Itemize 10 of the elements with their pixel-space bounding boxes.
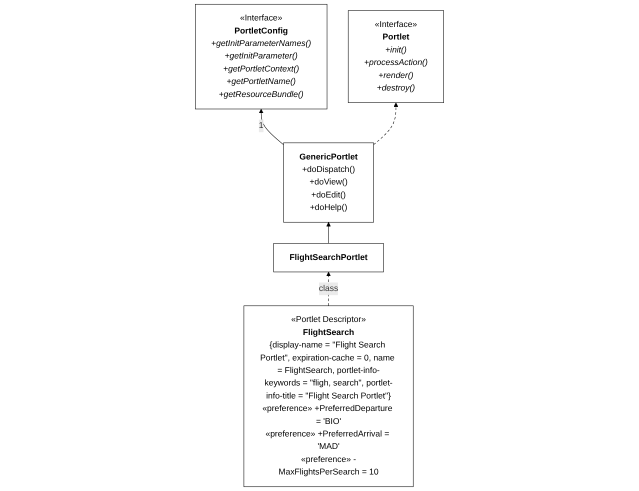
node-box: «Portlet Descriptor» FlightSearch {display-name = "Flight Search Portlet", expiration-cache = 0, name = FlightSearch, portlet-info-keywords = "fligh, search", portlet-info-title = "Flight Search Portlet"} «preference» +PreferredDeparture = 'BIO' «preference» +PreferredArrival = 'MAD' «preference» -MaxFlightsPerSearch = 10: [244, 306, 414, 488]
node-box: «Interface» Portlet +init() +processAction() +render() +destroy(): [348, 10, 444, 103]
edge-label: 1: [258, 121, 264, 130]
arrow: [326, 222, 331, 244]
node-box: GenericPortlet +doDispatch() +doView() +doEdit() +doHelp(): [283, 142, 374, 222]
node-box: «Interface» PortletConfig +getInitParameterNames() +getInitParameter() +getPortletContext() +getPortletName() +getResourceBundle(): [195, 4, 328, 110]
edge-label: class: [318, 284, 338, 294]
node-box: FlightSearchPortlet: [273, 243, 384, 272]
arrow: [373, 102, 398, 145]
arrow: [258, 108, 284, 145]
